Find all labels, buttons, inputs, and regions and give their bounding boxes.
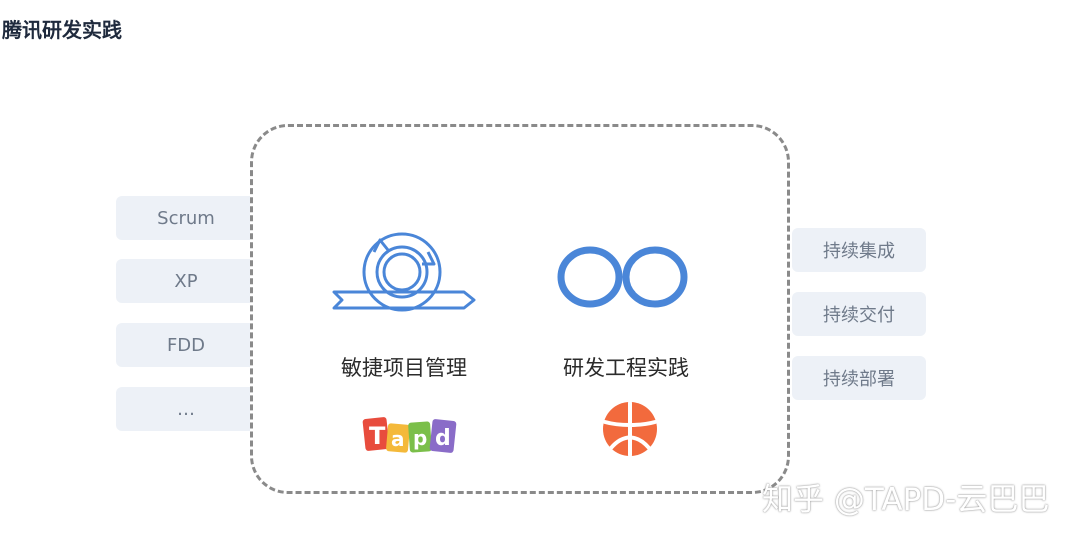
svg-text:T: T bbox=[369, 422, 386, 450]
agile-pm-label: 敏捷项目管理 bbox=[341, 356, 467, 380]
method-tag: XP bbox=[116, 259, 256, 303]
practice-tag: 持续交付 bbox=[792, 292, 926, 336]
svg-text:d: d bbox=[435, 426, 451, 451]
svg-text:a: a bbox=[391, 427, 405, 451]
svg-text:p: p bbox=[413, 426, 427, 450]
tapd-logo-icon: T a p d bbox=[362, 417, 457, 453]
practice-tag: 持续部署 bbox=[792, 356, 926, 400]
method-tag: Scrum bbox=[116, 196, 256, 240]
watermark: 知乎 @TAPD-云巴巴 bbox=[762, 482, 1050, 518]
practice-tag: 持续集成 bbox=[792, 228, 926, 272]
method-tag: FDD bbox=[116, 323, 256, 367]
orange-ball-logo-icon bbox=[603, 401, 657, 457]
infinity-icon bbox=[557, 246, 688, 308]
agile-cycle-icon bbox=[332, 232, 476, 312]
engineering-practice-label: 研发工程实践 bbox=[563, 356, 689, 380]
method-tag: … bbox=[116, 387, 256, 431]
page-title: 腾讯研发实践 bbox=[2, 18, 122, 42]
